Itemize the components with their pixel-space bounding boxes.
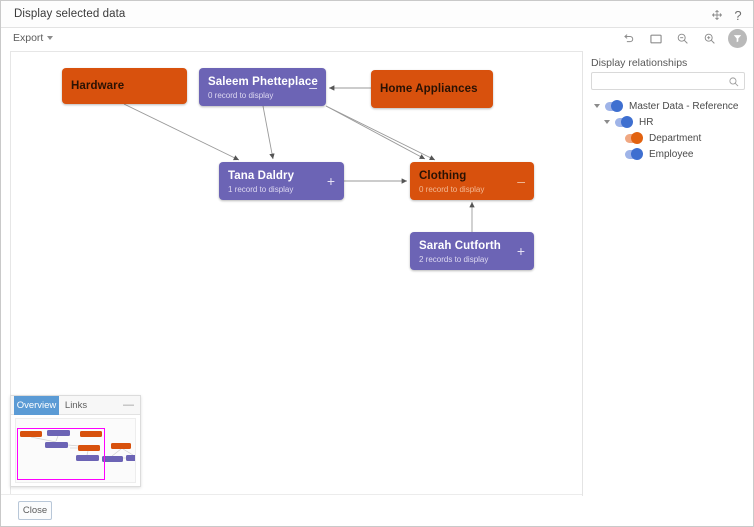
relationships-tree: Master Data - Reference HR Department Em… xyxy=(583,98,753,162)
node-title: Tana Daldry xyxy=(228,170,295,182)
node-subtitle: 0 record to display xyxy=(419,185,485,194)
node-title: Clothing xyxy=(419,170,467,182)
node-title: Sarah Cutforth xyxy=(419,240,501,252)
minimap-node xyxy=(78,445,100,451)
node-subtitle: 0 record to display xyxy=(208,91,274,100)
overview-panel: Overview Links — xyxy=(10,395,141,487)
tree-item-hr[interactable]: HR xyxy=(583,114,753,130)
tree-item-label: HR xyxy=(639,116,654,128)
minimap-node xyxy=(20,431,42,437)
minimap-viewport[interactable] xyxy=(17,428,105,480)
minimap-node xyxy=(47,430,70,436)
relationship-toggle[interactable] xyxy=(605,100,623,112)
graph-edges xyxy=(123,85,475,232)
help-icon[interactable]: ? xyxy=(734,7,742,23)
tree-spacer xyxy=(612,134,621,143)
page-title: Display selected data xyxy=(14,8,126,20)
zoom-in-button[interactable] xyxy=(701,30,718,47)
graph-node-sarah-cutforth[interactable]: Sarah Cutforth 2 records to display + xyxy=(410,232,534,270)
minimap-node xyxy=(45,442,68,448)
node-subtitle: 1 record to display xyxy=(228,185,294,194)
minimap-node xyxy=(76,455,99,461)
node-collapse-icon[interactable]: – xyxy=(309,79,317,95)
search-icon[interactable] xyxy=(728,75,740,87)
toolbar-buttons xyxy=(620,29,747,48)
relationship-toggle[interactable] xyxy=(615,116,633,128)
move-icon[interactable] xyxy=(709,7,725,23)
graph-node-home-appliances[interactable]: Home Appliances xyxy=(371,70,493,108)
tab-links[interactable]: Links xyxy=(64,400,88,411)
node-title: Saleem Phetteplace xyxy=(208,76,318,88)
tree-item-label: Master Data - Reference xyxy=(629,100,739,112)
node-title: Hardware xyxy=(71,80,125,92)
relationships-panel-title: Display relationships xyxy=(591,57,688,69)
node-title: Home Appliances xyxy=(380,83,478,95)
graph-node-tana-daldry[interactable]: Tana Daldry 1 record to display + xyxy=(219,162,344,200)
tree-item-master-data-reference[interactable]: Master Data - Reference xyxy=(583,98,753,114)
export-label: Export xyxy=(13,32,44,44)
chevron-down-icon[interactable] xyxy=(592,102,601,111)
export-dropdown[interactable]: Export xyxy=(13,32,54,44)
dialog-title-bar: Display selected data ? xyxy=(1,1,753,28)
minimap-node xyxy=(80,431,102,437)
minimap-node xyxy=(111,443,131,449)
graph-node-hardware[interactable]: Hardware xyxy=(62,68,187,104)
undo-button[interactable] xyxy=(620,30,637,47)
search-input[interactable] xyxy=(597,73,726,91)
relationship-toggle[interactable] xyxy=(625,148,643,160)
dialog-footer: Close xyxy=(1,494,753,526)
chevron-down-icon[interactable] xyxy=(602,118,611,127)
zoom-out-button[interactable] xyxy=(674,30,691,47)
node-collapse-icon[interactable]: – xyxy=(517,173,525,189)
minimap-edges xyxy=(30,435,134,459)
minimap-node xyxy=(126,455,135,461)
overview-tab-bar: Overview Links — xyxy=(11,396,140,415)
tree-item-department[interactable]: Department xyxy=(583,130,753,146)
node-expand-icon[interactable]: + xyxy=(326,173,335,189)
minimap[interactable] xyxy=(15,418,136,483)
graph-node-saleem-phetteplace[interactable]: Saleem Phetteplace 0 record to display – xyxy=(199,68,326,106)
filter-button[interactable] xyxy=(728,29,747,48)
node-subtitle: 2 records to display xyxy=(419,255,489,264)
relationships-panel: Display relationships Master Data - Refe… xyxy=(582,51,753,496)
graph-toolbar: Export xyxy=(1,28,753,51)
graph-node-clothing[interactable]: Clothing 0 record to display – xyxy=(410,162,534,200)
tab-overview[interactable]: Overview xyxy=(14,396,59,415)
tree-item-label: Employee xyxy=(649,148,694,160)
tree-item-label: Department xyxy=(649,132,702,144)
fit-to-screen-button[interactable] xyxy=(647,30,664,47)
node-expand-icon[interactable]: + xyxy=(516,243,525,259)
minimap-node xyxy=(102,456,123,462)
relationships-search[interactable] xyxy=(591,72,745,91)
close-button[interactable]: Close xyxy=(18,501,52,520)
relationship-toggle[interactable] xyxy=(625,132,643,144)
tree-spacer xyxy=(612,150,621,159)
minimize-icon[interactable]: — xyxy=(123,399,134,411)
chevron-down-icon xyxy=(47,36,54,40)
tree-item-employee[interactable]: Employee xyxy=(583,146,753,162)
